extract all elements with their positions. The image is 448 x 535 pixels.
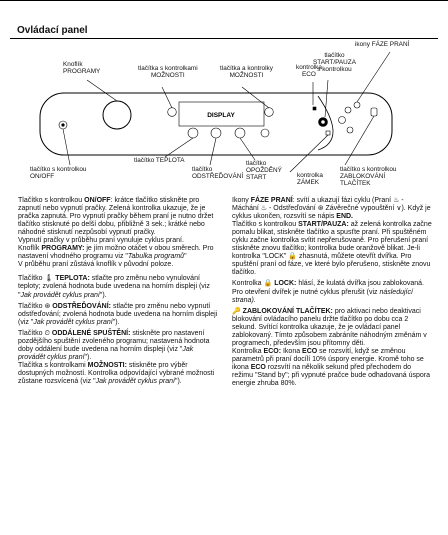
start-paragraph: Tlačítko s kontrolkou START/PAUZA: až ze… (232, 221, 432, 277)
display-label: DISPLAY (207, 112, 235, 119)
spin-phase-icon: ⊛ (317, 205, 324, 213)
thermometer-icon: 🌡 (44, 275, 54, 283)
control-panel-diagram: DISPLAY (39, 51, 393, 173)
phase-icon-spin (353, 101, 361, 109)
phases-paragraph: Ikony FÁZE PRANÍ: svítí a ukazují fázi c… (232, 197, 431, 221)
phase-icon-drain (346, 126, 354, 134)
option-button-3 (260, 128, 270, 138)
option-button-2 (264, 107, 274, 117)
temperature-button (187, 127, 199, 139)
eco-icon (312, 106, 317, 111)
onoff-reset-paragraph: Vypnutí pračky v průběhu praní vynuluje … (18, 237, 184, 245)
phase-arc (317, 95, 334, 151)
spin-icon: ⊛ (44, 302, 51, 310)
knob-note-paragraph: V průběhu praní zůstává knoflík v původn… (18, 261, 174, 269)
lock-icon (325, 130, 331, 136)
title-rule (10, 38, 438, 39)
clock-icon: ⏲ (44, 329, 50, 337)
keylock-button (370, 107, 378, 117)
onoff-paragraph: Tlačítko s kontrolkou ON/OFF: krátce tla… (18, 197, 214, 237)
phase-icon-rinse (344, 106, 352, 114)
keylock-paragraph: 🔑 ZABLOKOVÁNÍ TLAČÍTEK: pro aktivaci neb… (232, 307, 427, 347)
drain-icon: ∨ (396, 205, 402, 213)
right-column: Ikony FÁZE PRANÍ: svítí a ukazují fázi c… (232, 197, 432, 388)
temperature-paragraph: Tlačítko 🌡 TEPLOTA: stlačte pro změnu ne… (18, 275, 210, 299)
spin-button (210, 127, 222, 139)
left-column: Tlačítko s kontrolkou ON/OFF: krátce tla… (18, 197, 218, 386)
phase-icon-wash (338, 116, 346, 124)
delay-paragraph: Tlačítko ⏲ ODDÁLENÉ SPUŠTĚNÍ: stiskněte … (18, 329, 210, 361)
label-temperature: tlačítko TEPLOTA (134, 157, 185, 164)
option-button-1 (167, 107, 177, 117)
keylock-icon: 🔑 (232, 307, 241, 315)
top-rule (0, 0, 448, 7)
knob-paragraph: Knoflík PROGRAMY: je jím možno otáčet v … (18, 245, 214, 261)
display-screen (178, 101, 265, 127)
label-phase-icons: ikony FÁZE PRANÍ (355, 41, 410, 48)
delay-start-button (234, 127, 246, 139)
spin-paragraph: Tlačítko ⊛ ODSTŘEĎOVÁNÍ: stlačte pro změ… (18, 302, 218, 326)
rinse-icon: ♨ (260, 205, 268, 213)
eco-paragraph: Kontrolka ECO: Ikona ECO se rozsvítí, kd… (232, 347, 430, 388)
lock-icon-inline-2: 🔒 (263, 280, 273, 288)
lock-paragraph: Kontrolka 🔒 LOCK: hlásí, že kulatá dvířk… (232, 280, 425, 304)
program-knob (102, 100, 132, 130)
wash-icon: ♨ (393, 197, 400, 204)
panel-outline (39, 92, 393, 156)
page-title: Ovládací panel (17, 25, 88, 36)
lock-icon-inline: 🔒 (288, 253, 298, 261)
options-paragraph: Tlačítka s kontrolkami MOŽNOSTI: stiskně… (18, 361, 215, 385)
